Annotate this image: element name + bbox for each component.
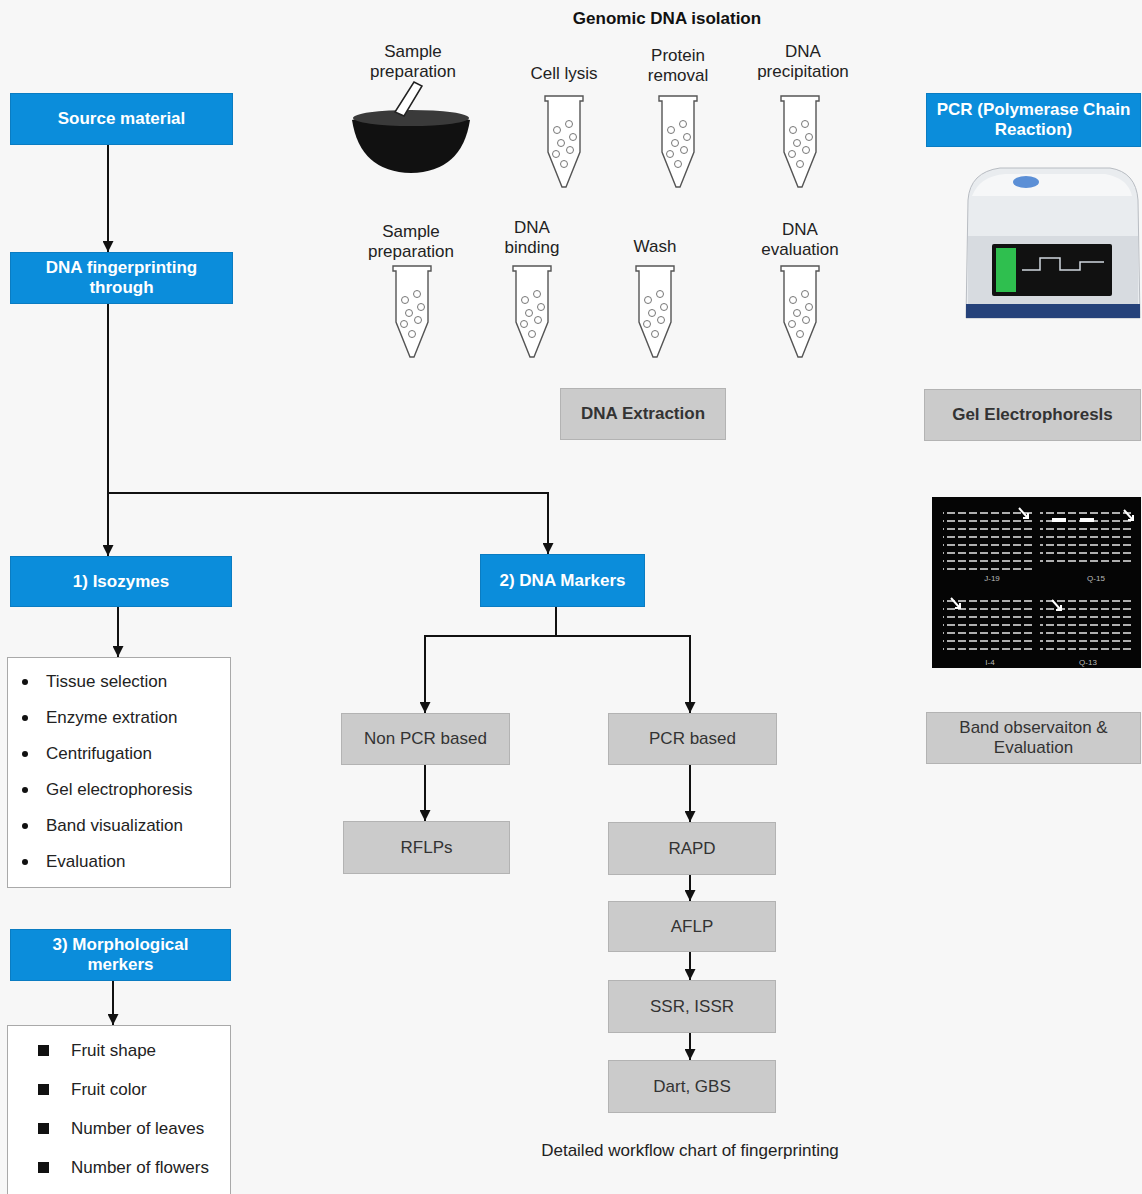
box-label: SSR, ISSR bbox=[650, 997, 734, 1017]
grey-box: RFLPs bbox=[343, 821, 510, 874]
list-item: Gel electrophoresis bbox=[8, 772, 230, 808]
box-label: 3) Morphological merkers bbox=[19, 935, 222, 974]
box-label: Non PCR based bbox=[364, 729, 487, 749]
box-label: 1) Isozymes bbox=[73, 572, 169, 592]
grey-box: SSR, ISSR bbox=[608, 980, 776, 1033]
lane-label: I-4 bbox=[970, 658, 1010, 667]
arrow-connector bbox=[108, 304, 548, 554]
box-label: Source material bbox=[58, 109, 186, 129]
grey-box: AFLP bbox=[608, 901, 776, 952]
box-label: RAPD bbox=[668, 839, 715, 859]
step-label: DNA binding bbox=[487, 218, 577, 257]
arrow-connector bbox=[117, 607, 119, 657]
box-label: PCR (Polymerase Chain Reaction) bbox=[935, 100, 1132, 139]
arrow-connector bbox=[689, 952, 691, 980]
list-item: Evaluation bbox=[8, 844, 230, 880]
list-item: Centrifugation bbox=[8, 736, 230, 772]
blue-box: PCR (Polymerase Chain Reaction) bbox=[926, 93, 1141, 147]
list-item: Number of flowers bbox=[8, 1149, 230, 1188]
step-label: Sample preparation bbox=[358, 42, 468, 81]
step-label: Protein removal bbox=[628, 46, 728, 85]
blue-box: 1) Isozymes bbox=[10, 556, 232, 607]
tube-icons bbox=[393, 96, 819, 357]
arrow-connector bbox=[689, 765, 691, 822]
arrow-connector bbox=[689, 875, 691, 901]
box-label: PCR based bbox=[649, 729, 736, 749]
caption: Detailed workflow chart of fingerprintin… bbox=[480, 1141, 900, 1161]
blue-box: Source material bbox=[10, 93, 233, 145]
list-item: Band visualization bbox=[8, 808, 230, 844]
box-label: DNA Extraction bbox=[581, 404, 705, 424]
step-label: DNA evaluation bbox=[750, 220, 850, 259]
step-label: Sample preparation bbox=[356, 222, 466, 261]
grey-box: PCR based bbox=[608, 713, 777, 765]
lane-label: J-19 bbox=[972, 574, 1012, 583]
blue-box: DNA fingerprinting through bbox=[10, 252, 233, 304]
lane-label: Q-13 bbox=[1068, 658, 1108, 667]
grey-box: DNA Extraction bbox=[560, 388, 726, 440]
mortar-icon bbox=[352, 82, 470, 173]
box-label: AFLP bbox=[671, 917, 714, 937]
gel-image bbox=[932, 497, 1141, 668]
box-label: Band observaiton & Evaluation bbox=[935, 718, 1132, 757]
arrow-connector bbox=[112, 981, 114, 1025]
arrow-connector bbox=[425, 607, 556, 713]
grey-box: RAPD bbox=[608, 822, 776, 875]
list-item: Tissue selection bbox=[8, 664, 230, 700]
grey-box: Band observaiton & Evaluation bbox=[926, 712, 1141, 764]
list-item: Fruit color bbox=[8, 1071, 230, 1110]
list-item: Number of leaves bbox=[8, 1110, 230, 1149]
grey-box: Non PCR based bbox=[341, 713, 510, 765]
lane-label: Q-15 bbox=[1076, 574, 1116, 583]
pcr-machine-icon bbox=[966, 168, 1140, 318]
box-label: RFLPs bbox=[401, 838, 453, 858]
bullet-list-box: Fruit shapeFruit colorNumber of leavesNu… bbox=[7, 1025, 231, 1194]
title: Genomic DNA isolation bbox=[517, 9, 817, 29]
arrow-connector bbox=[107, 145, 109, 252]
grey-box: Dart, GBS bbox=[608, 1060, 776, 1113]
box-label: Dart, GBS bbox=[653, 1077, 730, 1097]
arrow-connector bbox=[424, 765, 426, 821]
blue-box: 3) Morphological merkers bbox=[10, 929, 231, 981]
step-label: Cell lysis bbox=[509, 64, 619, 84]
step-label: DNA precipitation bbox=[748, 42, 858, 81]
bullet-list-box: Tissue selectionEnzyme extrationCentrifu… bbox=[7, 657, 231, 888]
box-label: DNA fingerprinting through bbox=[19, 258, 224, 297]
box-label: Gel Electrophoresls bbox=[952, 405, 1113, 425]
arrow-connector bbox=[556, 607, 690, 713]
list-item: Fruit shape bbox=[8, 1032, 230, 1071]
arrow-connector bbox=[689, 1033, 691, 1060]
grey-box: Gel Electrophoresls bbox=[924, 389, 1141, 441]
list-item: Enzyme extration bbox=[8, 700, 230, 736]
box-label: 2) DNA Markers bbox=[500, 571, 626, 591]
blue-box: 2) DNA Markers bbox=[480, 554, 645, 607]
step-label: Wash bbox=[605, 237, 705, 257]
